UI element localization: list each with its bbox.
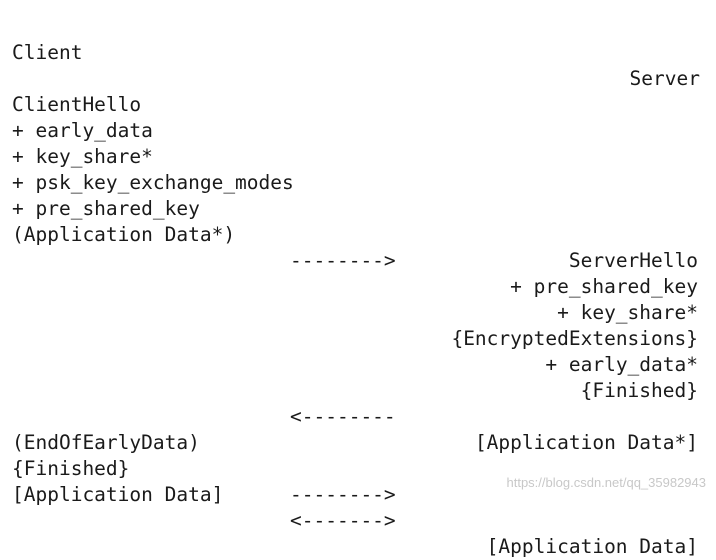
arrow-left: <--------: [290, 405, 396, 428]
server-encrypted-extensions: {EncryptedExtensions}: [451, 327, 698, 350]
header-row: Client Server: [0, 14, 716, 90]
client-hello-row: ClientHello: [0, 66, 716, 116]
end-of-early-data-row: (EndOfEarlyData): [0, 404, 716, 454]
server-hello-ext-row: + pre_shared_key: [0, 248, 716, 298]
server-app-data-row: <-------- [Application Data*]: [0, 378, 716, 454]
client-hello-early-data: + early_data: [12, 119, 153, 142]
client-app-data-row: (Application Data*) -------->: [0, 196, 716, 272]
server-early-data: + early_data*: [545, 353, 698, 376]
client-hello-key-share: + key_share*: [12, 145, 153, 168]
client-finished-row: {Finished} -------->: [0, 430, 716, 506]
server-hello-key-share: + key_share*: [557, 301, 698, 324]
client-hello-psk-modes: + psk_key_exchange_modes: [12, 171, 294, 194]
server-app-data: [Application Data]: [486, 535, 698, 558]
server-label: Server: [629, 67, 700, 90]
client-hello-ext-row: + psk_key_exchange_modes: [0, 144, 716, 194]
server-early-app-data: [Application Data*]: [474, 431, 698, 454]
server-encrypted-extensions-row: {EncryptedExtensions}: [0, 300, 716, 350]
client-hello-pre-shared-key: + pre_shared_key: [12, 197, 200, 220]
arrow-right: -------->: [290, 483, 396, 506]
client-early-app-data: (Application Data*): [12, 223, 236, 246]
client-label: Client: [12, 41, 83, 64]
server-hello-title: ServerHello: [568, 249, 698, 272]
server-finished: {Finished}: [580, 379, 698, 402]
server-hello-pre-shared-key: + pre_shared_key: [510, 275, 698, 298]
arrow-bidirectional: <------->: [290, 509, 396, 532]
client-hello-title: ClientHello: [12, 93, 142, 116]
server-hello-row: ServerHello: [0, 222, 716, 272]
arrow-right: -------->: [290, 249, 396, 272]
server-early-data-row: + early_data*: [0, 326, 716, 376]
watermark: https://blog.csdn.net/qq_35982943: [506, 475, 707, 490]
server-finished-row: {Finished}: [0, 352, 716, 402]
client-hello-ext-row: + early_data: [0, 92, 716, 142]
client-hello-ext-row: + key_share*: [0, 118, 716, 168]
client-finished: {Finished}: [12, 457, 130, 480]
client-app-data: [Application Data]: [12, 483, 224, 506]
server-hello-ext-row: + key_share*: [0, 274, 716, 324]
end-of-early-data: (EndOfEarlyData): [12, 431, 200, 454]
client-hello-ext-row: + pre_shared_key: [0, 170, 716, 220]
